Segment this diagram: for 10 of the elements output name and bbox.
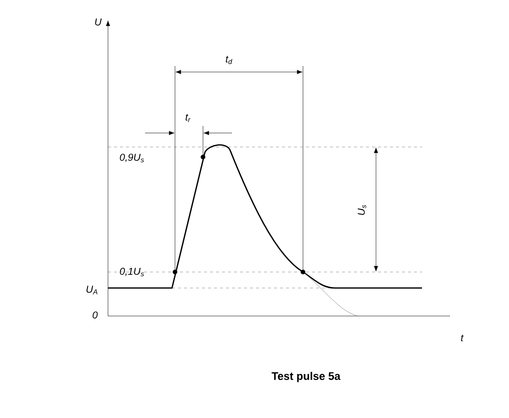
dimension-label: t$_{r}$ — [186, 114, 191, 122]
level-label: 0,1U$_{s}$ — [120, 268, 144, 276]
axis-label: t — [461, 334, 464, 342]
level-label: 0,9U$_{s}$ — [120, 154, 144, 162]
dimension-label: U$_{s}$ — [358, 205, 366, 215]
caption: Test pulse 5a — [272, 372, 340, 382]
dimension-label: t$_{d}$ — [226, 56, 232, 64]
axis-label: 0 — [92, 311, 98, 319]
axis-label: U — [95, 18, 102, 26]
level-label: U$_{A}$ — [86, 286, 98, 294]
